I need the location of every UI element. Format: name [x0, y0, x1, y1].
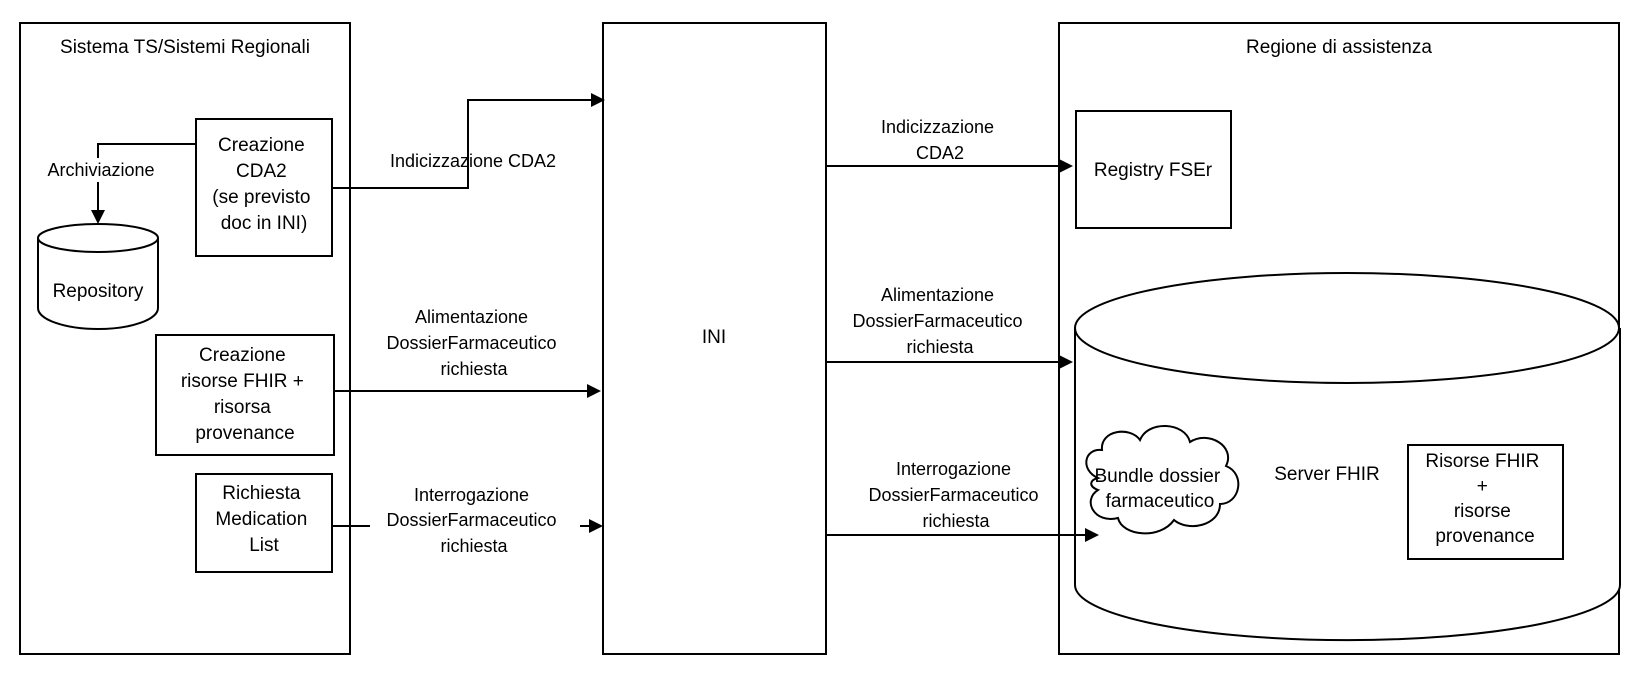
creazione-cda2-line: (se previsto: [212, 187, 310, 208]
creazione-cda2-line: Creazione: [218, 135, 305, 156]
alimentazione-right-label: DossierFarmaceutico: [852, 311, 1022, 331]
svg-text:Alimentazione DossierFar: Alimentazione DossierFarmaceutico richie…: [386, 307, 561, 379]
ini-container: [602, 22, 827, 655]
creazione-fhir-line: risorse FHIR +: [181, 371, 304, 392]
svg-text:Interrogazione DossierFa: Interrogazione DossierFarmaceutico richi…: [386, 485, 561, 556]
ini-label: INI: [702, 327, 726, 348]
svg-text:Indicizzazione CDA2: Indicizzazione CDA2: [881, 117, 999, 163]
registry-label: Registry FSEr: [1094, 160, 1213, 181]
svg-text:Creazione risorse FHIR +: Creazione risorse FHIR + risorsa provena…: [181, 345, 309, 444]
indicizzazione-left-label: Indicizzazione CDA2: [390, 151, 556, 171]
richiesta-medication-line: Richiesta: [222, 483, 301, 504]
interrogazione-left-label: Interrogazione: [414, 485, 529, 505]
richiesta-medication-line: List: [249, 535, 279, 556]
registry-box: Registry FSEr: [1075, 110, 1232, 229]
richiesta-medication-line: Medication: [215, 509, 307, 530]
risorse-fhir-line: +: [1477, 476, 1488, 497]
interrogazione-right-label: Interrogazione: [896, 459, 1011, 479]
creazione-cda2-line: CDA2: [236, 161, 287, 182]
svg-text:Richiesta Medication: Richiesta Medication List: [215, 483, 312, 556]
interrogazione-right-label: richiesta: [922, 511, 990, 531]
indicizzazione-right-label: Indicizzazione: [881, 117, 994, 137]
interrogazione-left-label: richiesta: [440, 536, 508, 556]
risorse-fhir-box: Risorse FHIR + risorse provenance: [1407, 444, 1564, 560]
indicizzazione-right-edge: Indicizzazione CDA2: [826, 117, 1073, 173]
risorse-fhir-line: Risorse FHIR: [1425, 451, 1539, 472]
server-fhir-database: Server FHIR: [1074, 272, 1621, 642]
creazione-fhir-line: Creazione: [199, 345, 286, 366]
alimentazione-right-label: Alimentazione: [881, 285, 994, 305]
alimentazione-left-label: Alimentazione: [415, 307, 528, 327]
interrogazione-right-label: DossierFarmaceutico: [868, 485, 1038, 505]
alimentazione-right-edge: Alimentazione DossierFarmaceutico richie…: [826, 285, 1073, 369]
repository-database: Repository: [37, 223, 159, 330]
svg-text:Risorse FHIR + ris: Risorse FHIR + risorse provenance: [1425, 451, 1544, 547]
alimentazione-left-label: DossierFarmaceutico: [386, 333, 556, 353]
creazione-cda2-box: Creazione CDA2 (se previsto doc in INI): [195, 118, 333, 257]
indicizzazione-left-edge: Indicizzazione CDA2: [332, 93, 605, 189]
richiesta-medication-box: Richiesta Medication List: [195, 473, 333, 573]
interrogazione-left-label: DossierFarmaceutico: [386, 510, 556, 530]
regione-title: Regione di assistenza: [1246, 37, 1432, 58]
creazione-cda2-line: doc in INI): [221, 213, 308, 234]
archiviazione-edge: Archiviazione: [34, 143, 196, 224]
indicizzazione-right-label: CDA2: [916, 143, 964, 163]
svg-text:Bundle dossier farmaceut: Bundle dossier farmaceutico: [1095, 466, 1226, 512]
left-system-title: Sistema TS/Sistemi Regionali: [60, 37, 310, 58]
bundle-label: Bundle dossier: [1095, 466, 1221, 487]
archiviazione-label: Archiviazione: [47, 160, 154, 180]
repository-label: Repository: [53, 281, 144, 302]
creazione-fhir-box: Creazione risorse FHIR + risorsa provena…: [155, 334, 335, 456]
interrogazione-left-edge: Interrogazione DossierFarmaceutico richi…: [332, 485, 603, 556]
alimentazione-left-label: richiesta: [440, 359, 508, 379]
bundle-label: farmaceutico: [1106, 491, 1215, 512]
server-fhir-label: Server FHIR: [1274, 464, 1380, 485]
risorse-fhir-line: risorse: [1454, 501, 1511, 522]
bundle-cloud: Bundle dossier farmaceutico: [1085, 425, 1240, 535]
svg-text:Creazione CDA2 (se: Creazione CDA2 (se previsto doc in INI): [212, 135, 315, 234]
svg-text:Alimentazione DossierFar: Alimentazione DossierFarmaceutico richie…: [852, 285, 1027, 357]
alimentazione-right-label: richiesta: [906, 337, 974, 357]
creazione-fhir-line: provenance: [195, 423, 294, 444]
interrogazione-right-edge: Interrogazione DossierFarmaceutico richi…: [826, 459, 1099, 542]
creazione-fhir-line: risorsa: [214, 397, 271, 418]
alimentazione-left-edge: Alimentazione DossierFarmaceutico richie…: [334, 307, 601, 398]
risorse-fhir-line: provenance: [1435, 526, 1534, 547]
svg-text:Interrogazione DossierFa: Interrogazione DossierFarmaceutico richi…: [868, 459, 1043, 531]
